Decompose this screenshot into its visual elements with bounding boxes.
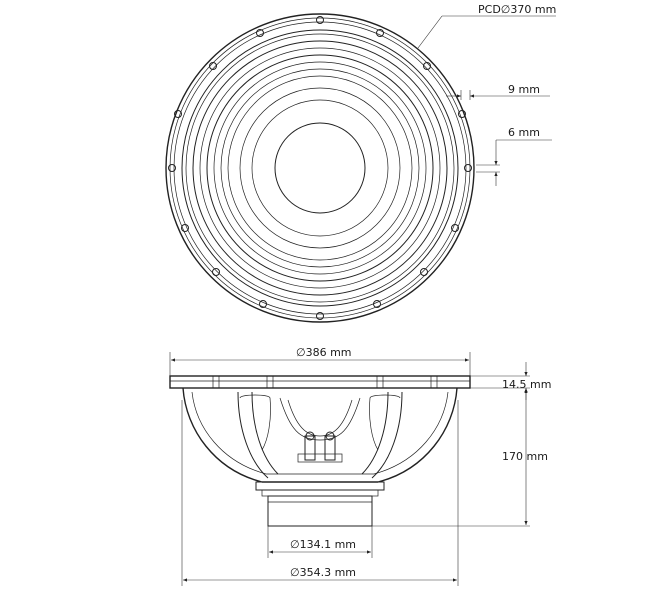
surround-mid: [199, 47, 441, 289]
pcd-label: PCD∅370 mm: [478, 3, 556, 16]
front-view: [165, 13, 556, 323]
frame-ring-2: [169, 17, 471, 319]
terminal-right: [324, 435, 336, 461]
magnet-plate-2: [261, 489, 379, 497]
mounting-holes: [168, 16, 472, 320]
gasket-ring-inner: [185, 33, 455, 303]
cone-ring-4: [239, 87, 401, 249]
mounting-hole: [212, 268, 220, 276]
basket-outline: [182, 387, 458, 483]
gasket-ring: [181, 29, 459, 307]
cone-ring-2: [220, 68, 420, 268]
flange-thickness-label: 14.5 mm: [502, 378, 551, 391]
cone-ring-1: [213, 61, 427, 275]
terminal-cap-left: [305, 431, 315, 441]
spider-2: [287, 399, 353, 437]
mounting-hole: [181, 224, 189, 232]
magnet-diameter-label: ∅134.1 mm: [290, 538, 356, 551]
terminal-left: [304, 435, 316, 461]
mounting-hole: [174, 110, 182, 118]
frame-ring-3: [173, 21, 467, 315]
frame-outer-ring: [165, 13, 475, 323]
mounting-hole: [209, 62, 217, 70]
flange-bolt: [376, 375, 384, 389]
mounting-hole: [256, 29, 264, 37]
flange-bolt: [266, 375, 274, 389]
mounting-hole: [376, 29, 384, 37]
terminal-base: [297, 453, 343, 463]
mounting-hole: [420, 268, 428, 276]
magnet: [267, 495, 373, 527]
basket-inner: [191, 391, 449, 475]
basket-window-right: [369, 394, 401, 451]
mounting-hole: [464, 164, 472, 172]
basket-arm-right-2: [361, 391, 389, 475]
basket-window-left: [239, 394, 271, 451]
side-view: [169, 352, 530, 586]
basket-arm-left-2: [251, 391, 279, 475]
mounting-hole: [259, 300, 267, 308]
basket-arm-right: [371, 391, 403, 479]
flange: [169, 375, 471, 389]
slot-width-label: 9 mm: [508, 83, 540, 96]
mounting-hole: [458, 110, 466, 118]
outer-diameter-label: ∅386 mm: [296, 346, 352, 359]
terminal-cap-right: [325, 431, 335, 441]
basket-arm-left: [237, 391, 269, 479]
flange-bolt: [430, 375, 438, 389]
spider: [279, 397, 361, 441]
surround-inner: [206, 54, 434, 282]
magnet-top-plate: [255, 481, 385, 491]
cutout-diameter-label: ∅354.3 mm: [290, 566, 356, 579]
depth-label: 170 mm: [502, 450, 548, 463]
mounting-hole: [316, 16, 324, 24]
cone-ring-3: [227, 75, 413, 261]
dust-cap: [274, 122, 366, 214]
mounting-hole: [168, 164, 176, 172]
cone-ring-5: [251, 99, 389, 237]
slot-height-label: 6 mm: [508, 126, 540, 139]
mounting-hole: [423, 62, 431, 70]
mounting-hole: [451, 224, 459, 232]
mounting-hole: [316, 312, 324, 320]
mounting-hole: [373, 300, 381, 308]
flange-bolt: [212, 375, 220, 389]
pcd-leader: [417, 15, 443, 49]
surround-outer: [192, 40, 448, 296]
